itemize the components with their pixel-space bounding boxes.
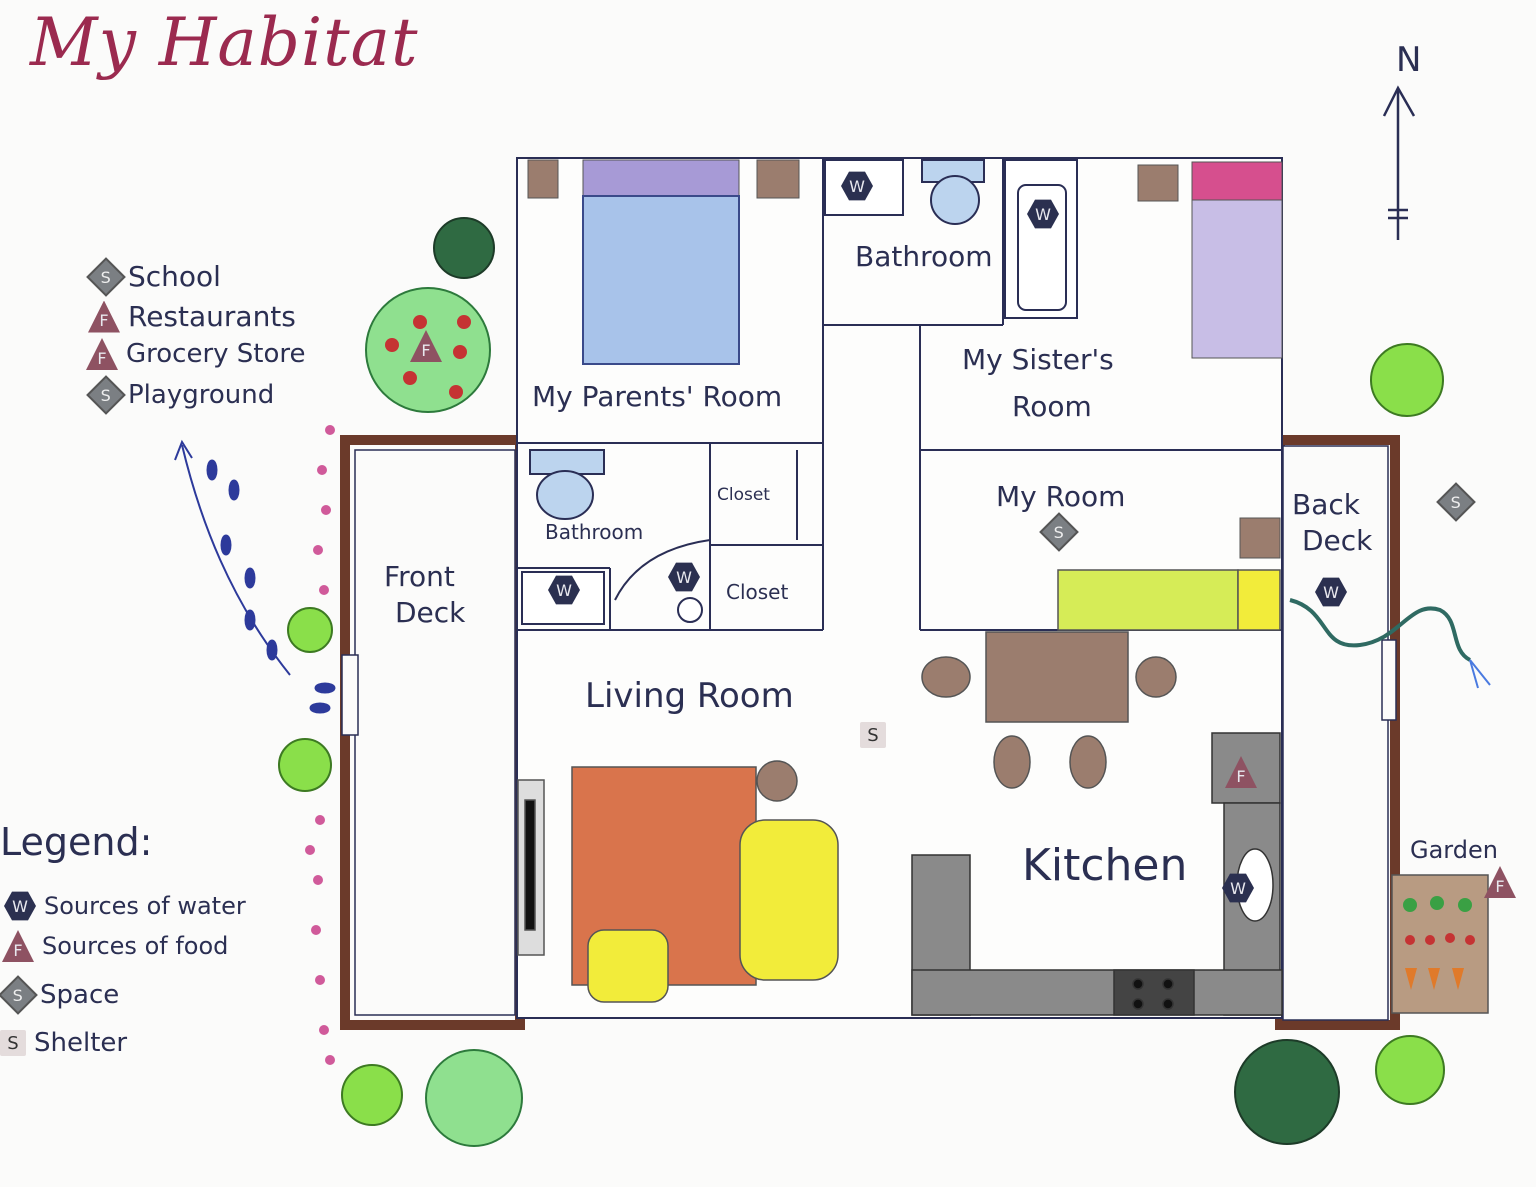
room-label-back-deck-2: Deck bbox=[1302, 524, 1373, 557]
food-marker: F bbox=[86, 338, 118, 370]
space-marker: S bbox=[0, 975, 38, 1015]
room-label-front-deck-2: Deck bbox=[395, 596, 466, 629]
room-label-my-room: My Room bbox=[996, 480, 1126, 513]
room-label-bathroom-mid: Bathroom bbox=[545, 520, 644, 544]
nearby-item: F Grocery Store bbox=[86, 338, 306, 370]
water-marker: W bbox=[1027, 199, 1059, 229]
room-label-living-room: Living Room bbox=[585, 676, 794, 716]
nearby-item: F Restaurants bbox=[88, 300, 296, 333]
sister-bed bbox=[1137, 161, 1283, 359]
front-deck bbox=[340, 435, 525, 1030]
space-marker: S bbox=[86, 375, 126, 415]
water-marker: W bbox=[4, 891, 36, 921]
living-room-furniture bbox=[517, 760, 839, 1003]
bush-icon bbox=[278, 343, 1445, 1147]
water-marker: W bbox=[1222, 873, 1254, 903]
garden-hose-icon bbox=[1289, 598, 1491, 689]
nearby-item: S Playground bbox=[86, 375, 274, 415]
garden-plot bbox=[1391, 874, 1489, 1014]
compass-north-label: N bbox=[1396, 40, 1422, 80]
room-label-kitchen: Kitchen bbox=[1022, 840, 1188, 891]
nearby-item: S School bbox=[86, 256, 221, 297]
compass-arrow-icon bbox=[1382, 85, 1416, 240]
legend-item: S Shelter bbox=[0, 1028, 127, 1058]
legend-item: F Sources of food bbox=[2, 930, 228, 962]
flower-path bbox=[305, 425, 335, 1065]
parents-bed bbox=[527, 159, 800, 365]
tree-icon bbox=[433, 217, 495, 279]
page-title: My Habitat bbox=[30, 4, 419, 81]
room-label-sister-1: My Sister's bbox=[962, 343, 1114, 376]
legend-item: S Space bbox=[0, 975, 119, 1015]
footprints-path bbox=[174, 439, 336, 714]
room-label-sister-2: Room bbox=[1012, 390, 1092, 423]
room-label-closet-1: Closet bbox=[717, 485, 770, 505]
legend-item: W Sources of water bbox=[4, 890, 246, 922]
room-label-garden: Garden bbox=[1410, 836, 1498, 864]
room-label-parents: My Parents' Room bbox=[532, 380, 783, 413]
food-marker: F bbox=[2, 930, 34, 962]
shelter-marker: S bbox=[860, 722, 886, 748]
space-marker: S bbox=[86, 256, 126, 297]
food-marker: F bbox=[88, 300, 120, 333]
water-marker: W bbox=[1315, 577, 1347, 607]
room-label-back-deck-1: Back bbox=[1292, 488, 1360, 521]
shelter-marker: S bbox=[0, 1030, 26, 1056]
my-room-furniture bbox=[1057, 517, 1281, 631]
room-label-closet-2: Closet bbox=[726, 580, 789, 604]
dining-table bbox=[921, 631, 1177, 789]
room-label-front-deck-1: Front bbox=[384, 560, 455, 593]
room-label-bathroom-top: Bathroom bbox=[855, 240, 993, 273]
legend-title: Legend: bbox=[0, 820, 153, 864]
